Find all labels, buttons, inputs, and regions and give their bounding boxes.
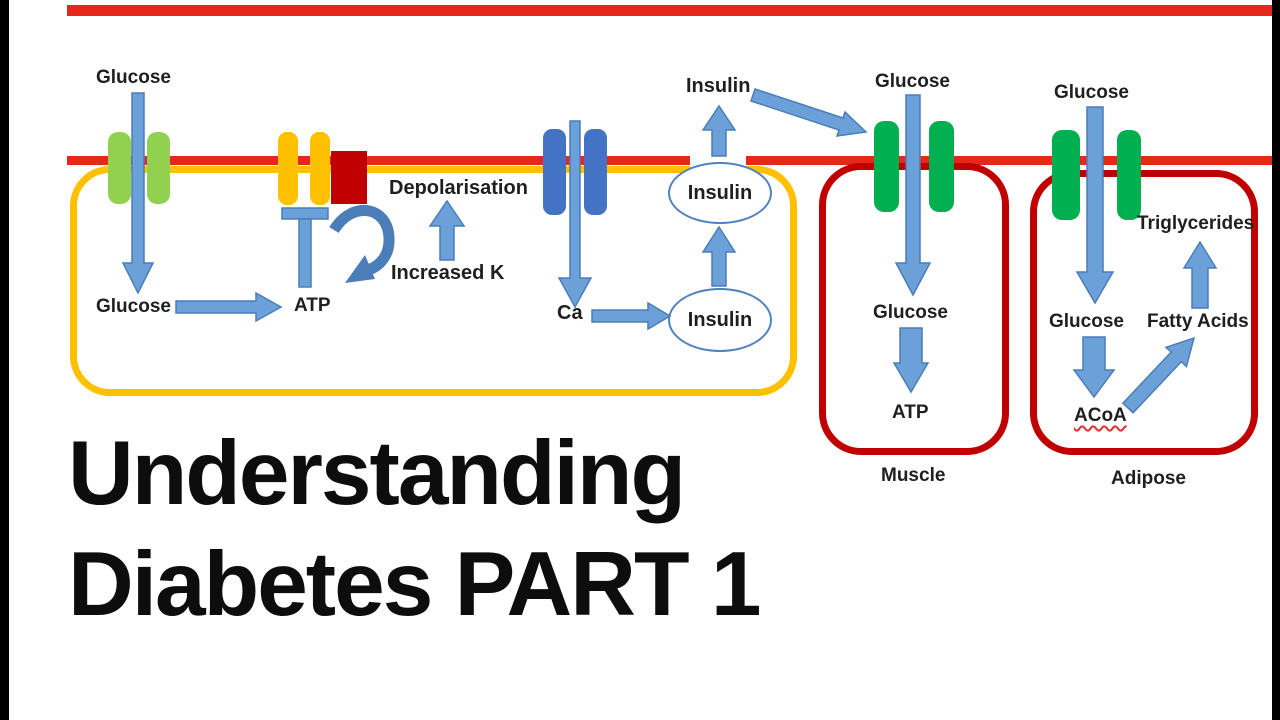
top-vessel-line bbox=[67, 5, 1280, 16]
video-title-line2: Diabetes PART 1 bbox=[68, 534, 761, 636]
adipose-glucose-extracellular-label: Glucose bbox=[1054, 82, 1129, 103]
k-channel-right-icon bbox=[310, 132, 330, 205]
triglycerides-label: Triglycerides bbox=[1137, 213, 1255, 234]
insulin-secreted-label: Insulin bbox=[686, 75, 751, 97]
adipose-cell-label: Adipose bbox=[1111, 468, 1186, 489]
muscle-glut4-channel-right-icon bbox=[929, 121, 954, 212]
muscle-glut4-channel-left-icon bbox=[874, 121, 899, 212]
beta-atp-label: ATP bbox=[294, 295, 331, 316]
adipose-glut4-channel-left-icon bbox=[1052, 130, 1080, 220]
beta-glucose-intracellular-label: Glucose bbox=[96, 296, 171, 317]
insulin-vesicle: Insulin bbox=[668, 288, 772, 352]
acoa-label: ACoA bbox=[1074, 405, 1127, 426]
muscle-atp-label: ATP bbox=[892, 402, 929, 423]
left-frame-strip bbox=[0, 0, 9, 720]
beta-glucose-extracellular-label: Glucose bbox=[96, 67, 171, 88]
adipose-glut4-channel-right-icon bbox=[1117, 130, 1141, 220]
ca-channel-right-icon bbox=[584, 129, 607, 215]
muscle-glucose-extracellular-label: Glucose bbox=[875, 71, 950, 92]
muscle-cell-label: Muscle bbox=[881, 465, 946, 486]
video-title: Understanding Diabetes PART 1 bbox=[68, 418, 761, 640]
right-frame-strip bbox=[1272, 0, 1280, 720]
k-channel-left-icon bbox=[278, 132, 298, 205]
video-title-line1: Understanding bbox=[68, 423, 686, 524]
depolarisation-label: Depolarisation bbox=[389, 177, 528, 199]
increased-k-label: Increased K bbox=[391, 262, 505, 284]
ca-channel-left-icon bbox=[543, 129, 566, 215]
beta-cell-outline bbox=[70, 166, 797, 396]
adipose-glucose-intracellular-label: Glucose bbox=[1049, 311, 1124, 332]
beta-glut-channel-right-icon bbox=[147, 132, 170, 204]
insulin-vesicle-released: Insulin bbox=[668, 162, 772, 224]
calcium-label: Ca bbox=[557, 302, 583, 324]
insulin-to-muscle-arrow bbox=[750, 88, 868, 137]
k-channel-closed-block-icon bbox=[331, 151, 367, 204]
muscle-glucose-intracellular-label: Glucose bbox=[873, 302, 948, 323]
beta-glut-channel-left-icon bbox=[108, 132, 131, 204]
insulin-secretion-arrow bbox=[701, 104, 737, 157]
fatty-acids-label: Fatty Acids bbox=[1147, 311, 1249, 332]
cell-membrane-line bbox=[67, 156, 1280, 165]
